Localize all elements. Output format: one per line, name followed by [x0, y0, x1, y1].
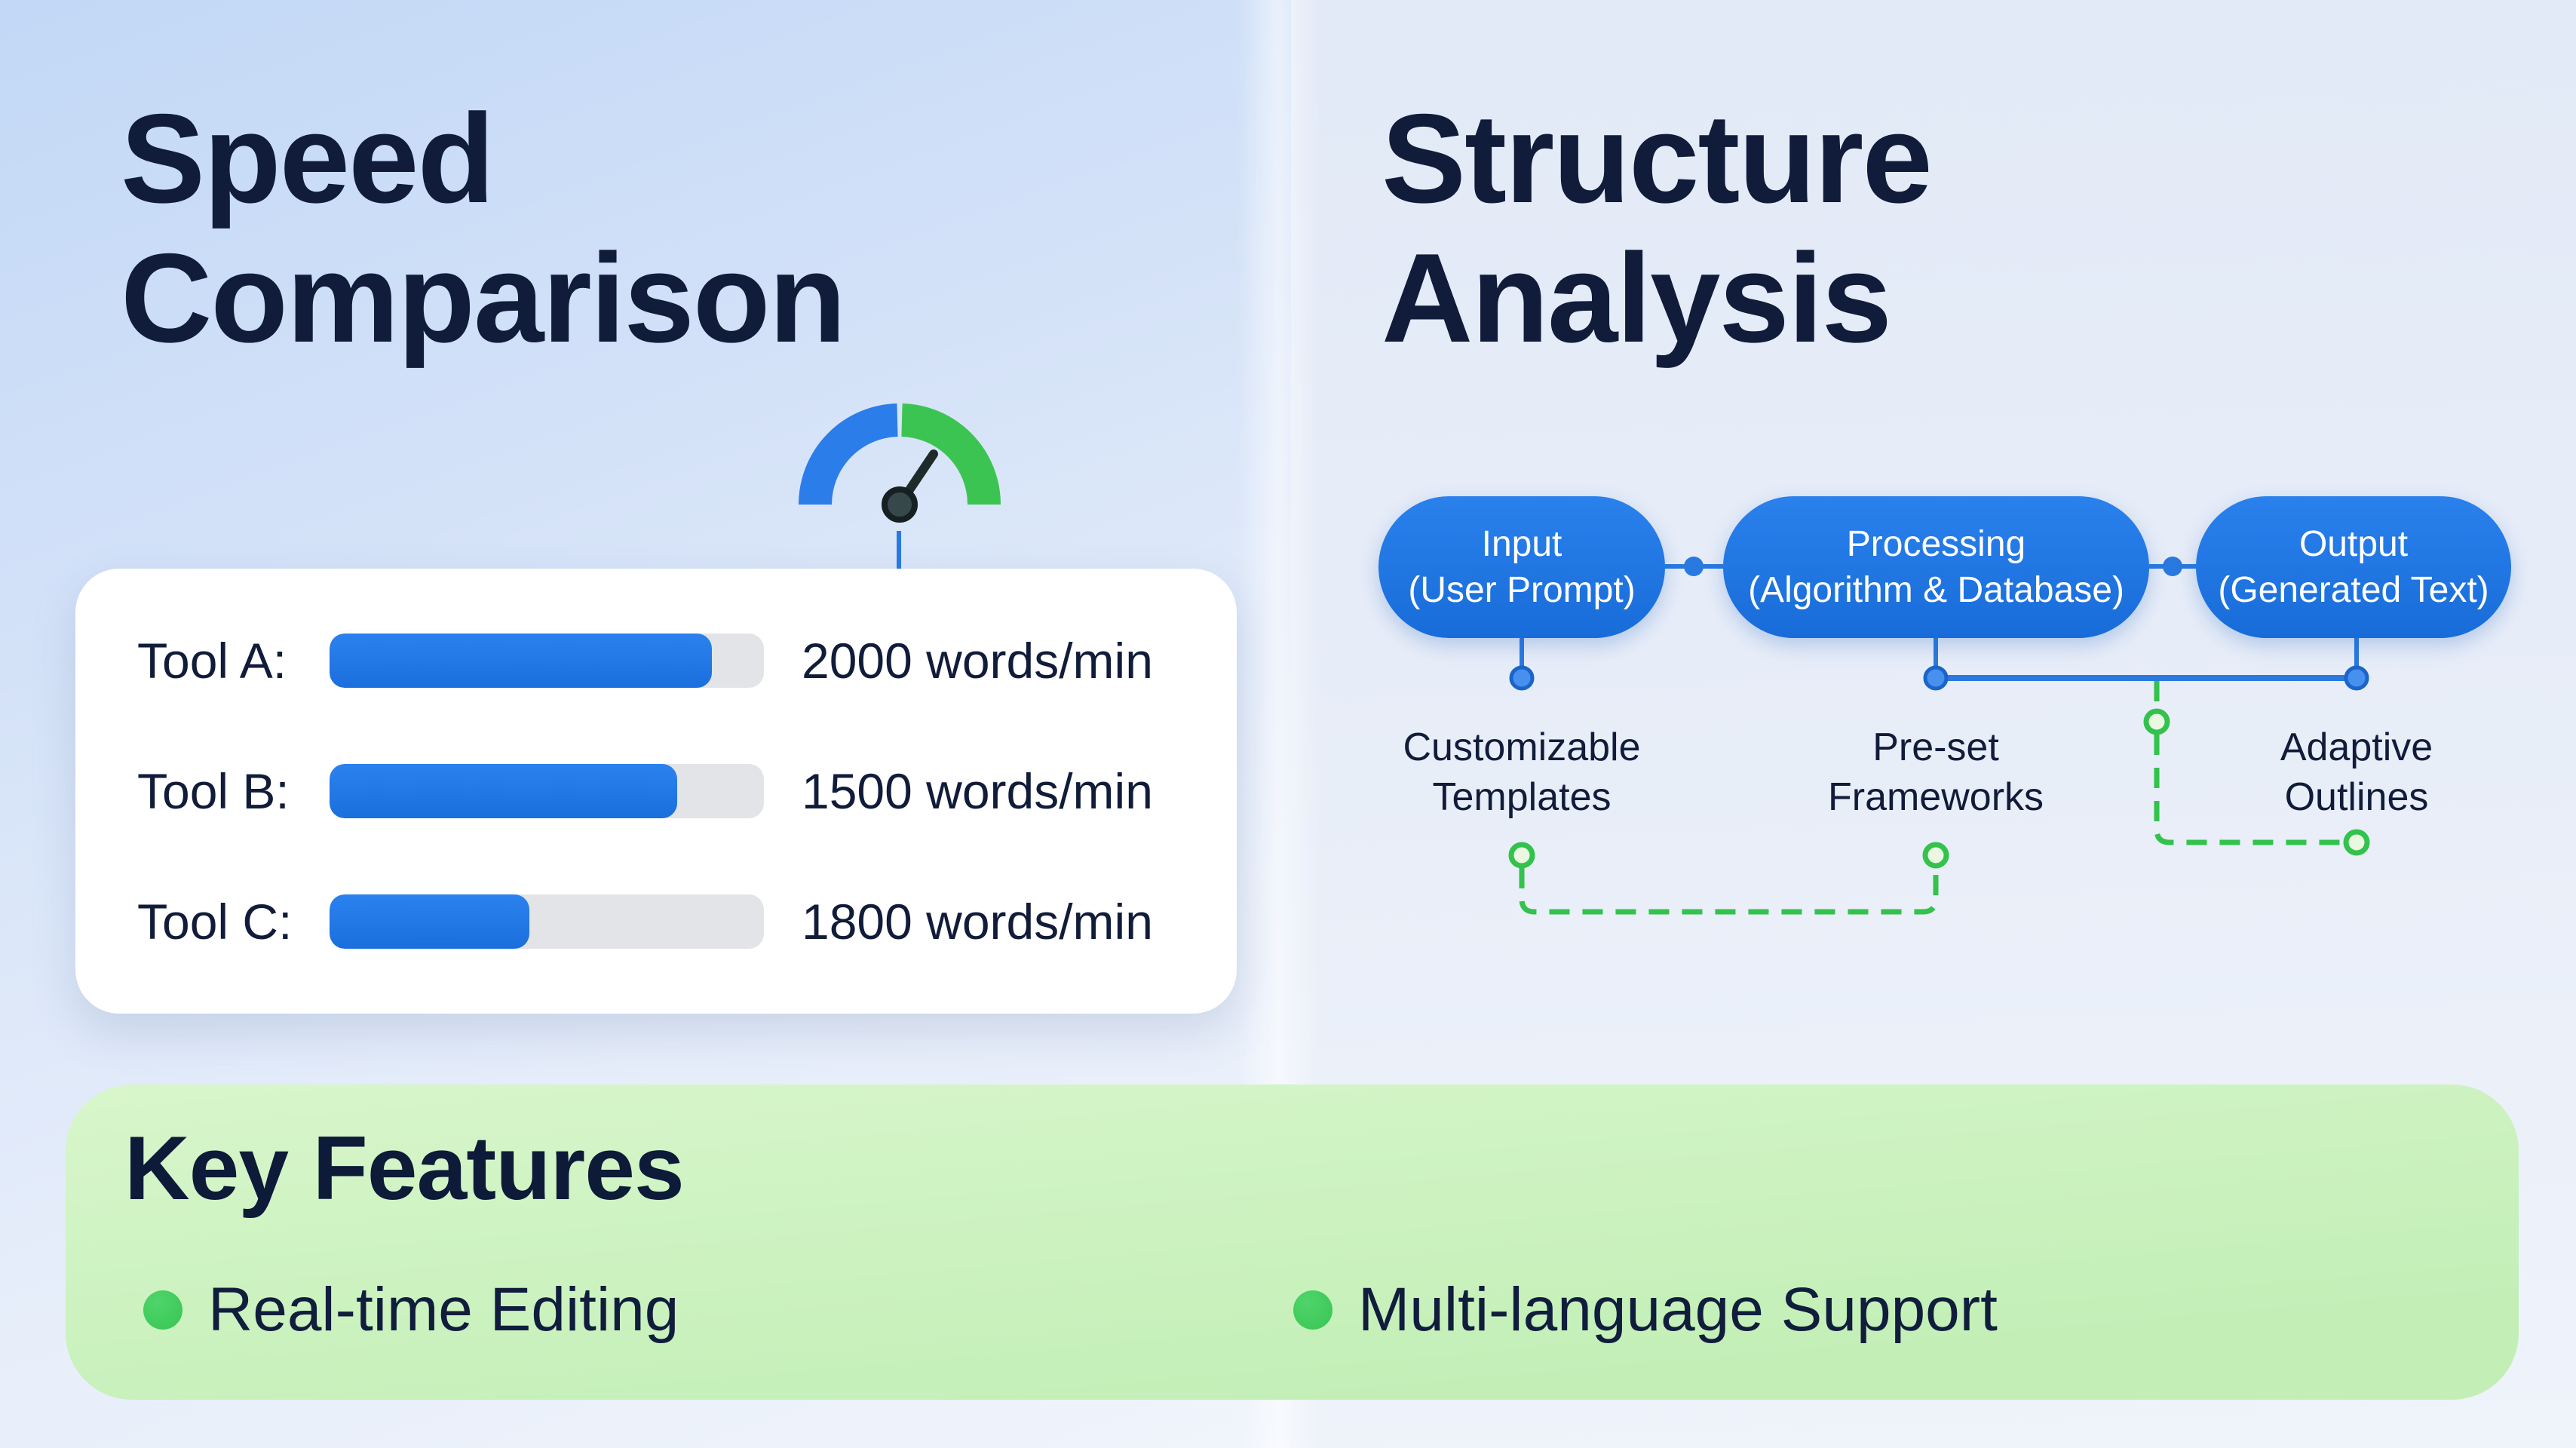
feature-item-realtime-editing: Real-time Editing	[143, 1275, 679, 1345]
green-bullet-icon	[1293, 1290, 1332, 1330]
output-pill-line2: (Generated Text)	[2218, 570, 2489, 610]
structure-title-line1: Structure	[1382, 87, 1933, 229]
tool-a-value: 2000 words/min	[802, 633, 1153, 689]
output-pill-line1: Output	[2298, 524, 2409, 564]
feature-0-line2: Templates	[1432, 775, 1612, 819]
tool-row-c: Tool C: 1800 words/min	[137, 894, 1237, 949]
feature-item-multilanguage-support: Multi-language Support	[1293, 1275, 1998, 1345]
tool-c-label: Tool C:	[137, 894, 293, 949]
feature-label-adaptive-outlines: Adaptive Outlines	[2280, 722, 2433, 822]
tool-a-bar-fill	[330, 634, 712, 688]
structure-analysis-title: Structure Analysis	[1382, 87, 1933, 369]
tool-row-b: Tool B: 1500 words/min	[137, 763, 1237, 819]
flow-node-input: Input (User Prompt)	[1378, 496, 1665, 638]
feature-item-0-text: Real-time Editing	[208, 1275, 679, 1344]
speed-title-line1: Speed	[121, 87, 495, 229]
tool-b-bar-track	[330, 764, 764, 818]
tool-b-value: 1500 words/min	[802, 763, 1153, 819]
tool-row-a: Tool A: 2000 words/min	[137, 633, 1237, 689]
flow-node-processing: Processing (Algorithm & Database)	[1723, 496, 2149, 638]
tool-a-label: Tool A:	[137, 633, 287, 689]
feature-2-line2: Outlines	[2284, 775, 2429, 819]
tool-c-value: 1800 words/min	[802, 894, 1153, 949]
feature-0-line1: Customizable	[1403, 726, 1641, 769]
speed-comparison-card: Tool A: 2000 words/min Tool B: 1500 word…	[75, 569, 1237, 1014]
feature-label-customizable-templates: Customizable Templates	[1403, 722, 1640, 822]
tool-c-bar-track	[330, 894, 764, 949]
key-features-panel: Key Features Real-time Editing Multi-lan…	[66, 1084, 2519, 1400]
feature-1-line1: Pre-set	[1872, 726, 1999, 769]
feature-2-line1: Adaptive	[2280, 726, 2433, 769]
feature-label-preset-frameworks: Pre-set Frameworks	[1828, 722, 2044, 822]
feature-item-1-text: Multi-language Support	[1358, 1275, 1998, 1344]
tool-b-label: Tool B:	[137, 763, 290, 819]
processing-pill-line1: Processing	[1846, 524, 2026, 564]
flow-node-output: Output (Generated Text)	[2196, 496, 2511, 638]
tool-b-bar-fill	[330, 764, 677, 818]
tool-a-bar-track	[330, 634, 764, 688]
speed-title-line2: Comparison	[121, 226, 846, 369]
processing-pill-line2: (Algorithm & Database)	[1748, 570, 2124, 610]
speed-comparison-title: Speed Comparison	[121, 87, 846, 369]
feature-1-line2: Frameworks	[1827, 775, 2044, 819]
input-pill-line2: (User Prompt)	[1408, 570, 1636, 610]
tool-c-bar-fill	[330, 894, 529, 949]
green-bullet-icon	[143, 1290, 182, 1330]
key-features-title: Key Features	[124, 1118, 685, 1219]
structure-title-line2: Analysis	[1382, 226, 1892, 369]
input-pill-line1: Input	[1481, 524, 1562, 564]
